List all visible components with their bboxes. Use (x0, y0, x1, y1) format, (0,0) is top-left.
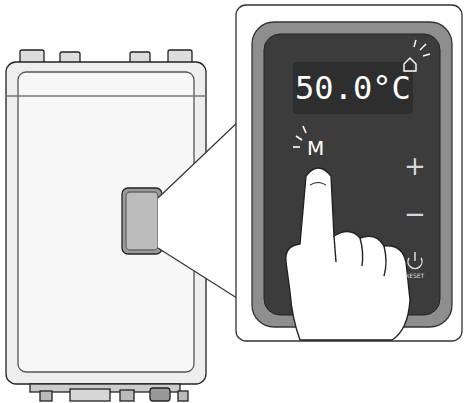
hand (286, 168, 410, 340)
temperature-display: 50.0°C (295, 72, 411, 104)
reset-label: RESET (405, 273, 424, 279)
plus-button: + (404, 153, 426, 179)
minus-button: − (404, 201, 426, 227)
mode-button: M (307, 138, 324, 158)
zoom-frame (236, 5, 462, 341)
power-icon (408, 252, 422, 269)
press-marks (293, 126, 306, 147)
zoom-lines (158, 120, 240, 300)
home-icon (404, 40, 430, 71)
